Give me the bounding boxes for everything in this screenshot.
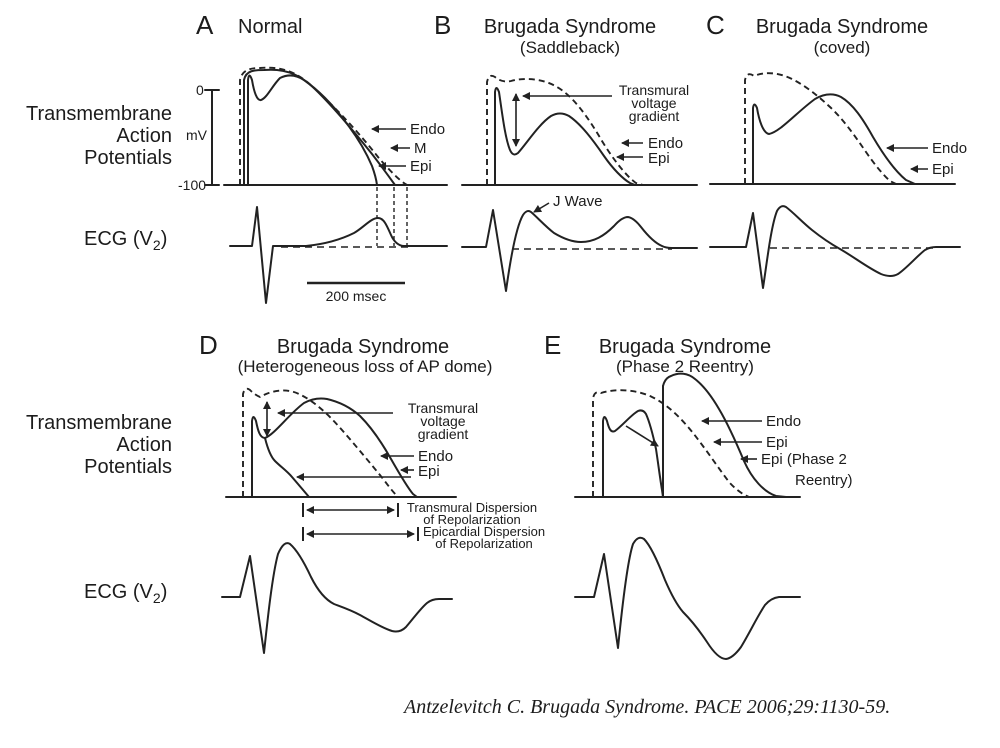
panel-b-epi-label: Epi — [648, 150, 670, 167]
row1-ecg-label: ECG (V2) — [84, 228, 168, 253]
panel-c-letter: C — [706, 10, 725, 40]
panel-d-endo-label: Endo — [418, 448, 454, 465]
panel-c-epi-curve — [752, 93, 916, 185]
panel-c-drawing — [709, 72, 961, 289]
panel-a-repolarization-droplines — [376, 187, 408, 246]
panel-a-endo-label: Endo — [410, 121, 446, 138]
panel-c-title: Brugada Syndrome — [755, 16, 929, 38]
panel-d-title: Brugada Syndrome — [276, 336, 450, 358]
panel-b-subtitle: (Saddleback) — [519, 38, 621, 57]
scale-bar-label: 200 msec — [325, 288, 387, 304]
panel-a-ecg-trace — [229, 206, 448, 304]
panel-a-letter: A — [196, 10, 214, 40]
panel-d-epi-label: Epi — [418, 463, 440, 480]
axis-unit-label: mV — [186, 127, 207, 143]
panel-a-m-label: M — [414, 140, 427, 157]
panel-b-title: Brugada Syndrome — [483, 16, 657, 38]
panel-a-epi-curve — [247, 74, 378, 186]
voltage-axis — [204, 89, 220, 186]
panel-e-title: Brugada Syndrome — [598, 336, 772, 358]
panel-a-epi-label: Epi — [410, 158, 432, 175]
panel-a-title: Normal — [238, 16, 303, 38]
panel-e-endo-label: Endo — [766, 413, 802, 430]
panel-b-gradient-label: Transmural voltage gradient — [618, 82, 690, 124]
panel-c-endo-label: Endo — [932, 140, 968, 157]
tdr-end-bars — [302, 503, 399, 517]
row2-transmembrane-label: Transmembrane Action Potentials — [26, 412, 172, 478]
panel-e-epi-lost-dome-curve — [602, 409, 664, 498]
panel-e-reentry-dome-curve — [662, 372, 787, 498]
panel-d-endo-curve — [242, 387, 399, 498]
panel-e-epi-label: Epi — [766, 434, 788, 451]
panel-a-drawing — [204, 66, 448, 304]
panel-e-ecg-trace — [574, 536, 801, 660]
panel-e-letter: E — [544, 330, 562, 360]
panel-b-drawing — [461, 74, 698, 292]
panel-e-drawing — [574, 372, 801, 660]
panel-d-epi-dome-curve — [251, 397, 418, 498]
panel-e-subtitle: (Phase 2 Reentry) — [616, 357, 754, 376]
panel-e-epi-phase2-label-line1: Epi (Phase 2 — [761, 451, 847, 468]
panel-b-epi-curve — [494, 87, 636, 186]
panel-c-ecg-trace — [709, 205, 961, 289]
axis-minus100-label: -100 — [178, 177, 207, 193]
panel-b-jwave-arrow — [533, 202, 550, 213]
panel-c-endo-curve — [744, 72, 897, 185]
panel-b-endo-label: Endo — [648, 135, 684, 152]
panel-b-jwave-label: J Wave — [553, 193, 603, 210]
panel-d-gradient-label: Transmural voltage gradient — [407, 400, 479, 442]
row1-transmembrane-label: Transmembrane Action Potentials — [26, 103, 172, 169]
panel-b-letter: B — [434, 10, 452, 40]
citation-text: Antzelevitch C. Brugada Syndrome. PACE 2… — [404, 696, 891, 718]
panel-e-endo-curve — [592, 389, 750, 498]
panel-d-subtitle: (Heterogeneous loss of AP dome) — [237, 357, 493, 376]
panel-d-letter: D — [199, 330, 218, 360]
panel-c-subtitle: (coved) — [813, 38, 871, 57]
panel-d-epi-lost-dome-curve — [264, 437, 310, 498]
panel-e-reentry-diagonal-arrow — [625, 425, 659, 447]
panel-e-epi-phase2-label-line2: Reentry) — [795, 472, 853, 489]
panel-d-ecg-trace — [221, 542, 453, 654]
row2-ecg-label: ECG (V2) — [84, 581, 168, 606]
panel-b-ecg-trace — [461, 209, 698, 292]
edr-label: Epicardial Dispersion of Repolarization — [422, 524, 546, 551]
panel-d-drawing — [221, 387, 457, 654]
panel-c-epi-label: Epi — [932, 161, 954, 178]
tdr-label: Transmural Dispersion of Repolarization — [406, 500, 538, 527]
axis-zero-label: 0 — [196, 82, 204, 98]
edr-end-bars — [302, 527, 419, 541]
panel-b-endo-curve — [486, 74, 644, 186]
